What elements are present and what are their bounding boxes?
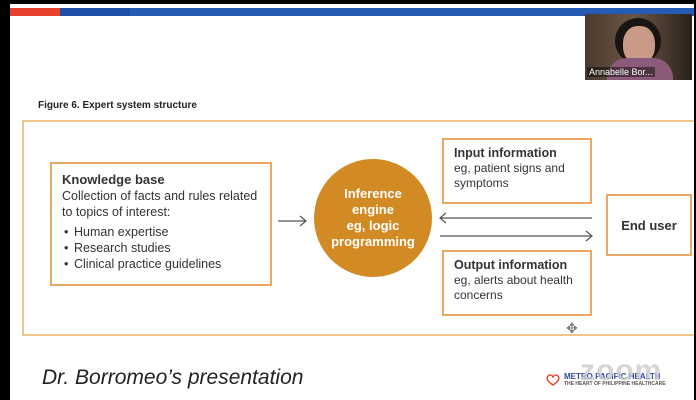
header-bar-red [10, 8, 60, 16]
end-user-label: End user [621, 217, 677, 233]
participant-face [623, 26, 655, 64]
input-information-box: Input information eg, patient signs and … [442, 138, 592, 204]
inference-engine-line1: Inference [344, 186, 402, 201]
list-item: Research studies [64, 240, 260, 256]
inference-engine-line3: eg, logic [346, 218, 400, 233]
list-item: Clinical practice guidelines [64, 256, 260, 272]
end-user-box: End user [606, 194, 692, 256]
output-information-box: Output information eg, alerts about heal… [442, 250, 592, 316]
presentation-slide: Figure 6. Expert system structure Knowle… [10, 4, 694, 400]
participant-name-label: Annabelle Bor... [587, 67, 655, 77]
presentation-caption: Dr. Borromeo’s presentation [42, 366, 304, 389]
move-cursor-icon: ✥ [566, 320, 578, 336]
company-logo: METRO PACIFIC HEALTH THE HEART OF PHILIP… [546, 372, 666, 387]
input-information-text: eg, patient signs and symptoms [454, 161, 565, 190]
knowledge-base-list: Human expertise Research studies Clinica… [62, 224, 260, 272]
output-information-text: eg, alerts about health concerns [454, 273, 573, 302]
kb-to-engine-arrow [278, 215, 307, 227]
header-bar-blue-dark [60, 8, 130, 16]
logo-name: METRO PACIFIC HEALTH [564, 372, 661, 381]
list-item: Human expertise [64, 224, 260, 240]
heart-logo-icon [546, 374, 560, 386]
output-information-heading: Output information [454, 258, 568, 272]
diagram-frame: Knowledge base Collection of facts and r… [22, 120, 694, 336]
zoom-watermark: zoom [580, 354, 663, 387]
inference-engine-line4: programming [331, 234, 415, 249]
user-to-engine-arrow [439, 212, 592, 224]
participant-video-thumbnail[interactable]: Annabelle Bor... [585, 14, 692, 80]
engine-to-user-arrow [440, 230, 593, 242]
input-information-heading: Input information [454, 146, 557, 160]
knowledge-base-box: Knowledge base Collection of facts and r… [50, 162, 272, 286]
header-bar-blue [130, 8, 694, 16]
knowledge-base-heading: Knowledge base [62, 172, 165, 187]
logo-tagline: THE HEART OF PHILIPPINE HEALTHCARE [564, 381, 666, 387]
inference-engine-line2: engine [352, 202, 394, 217]
slide-header-bar [10, 8, 694, 16]
inference-engine-circle: Inference engine eg, logic programming [314, 159, 432, 277]
knowledge-base-description: Collection of facts and rules related to… [62, 189, 258, 219]
participant-body [607, 58, 673, 80]
figure-title: Figure 6. Expert system structure [38, 100, 197, 111]
